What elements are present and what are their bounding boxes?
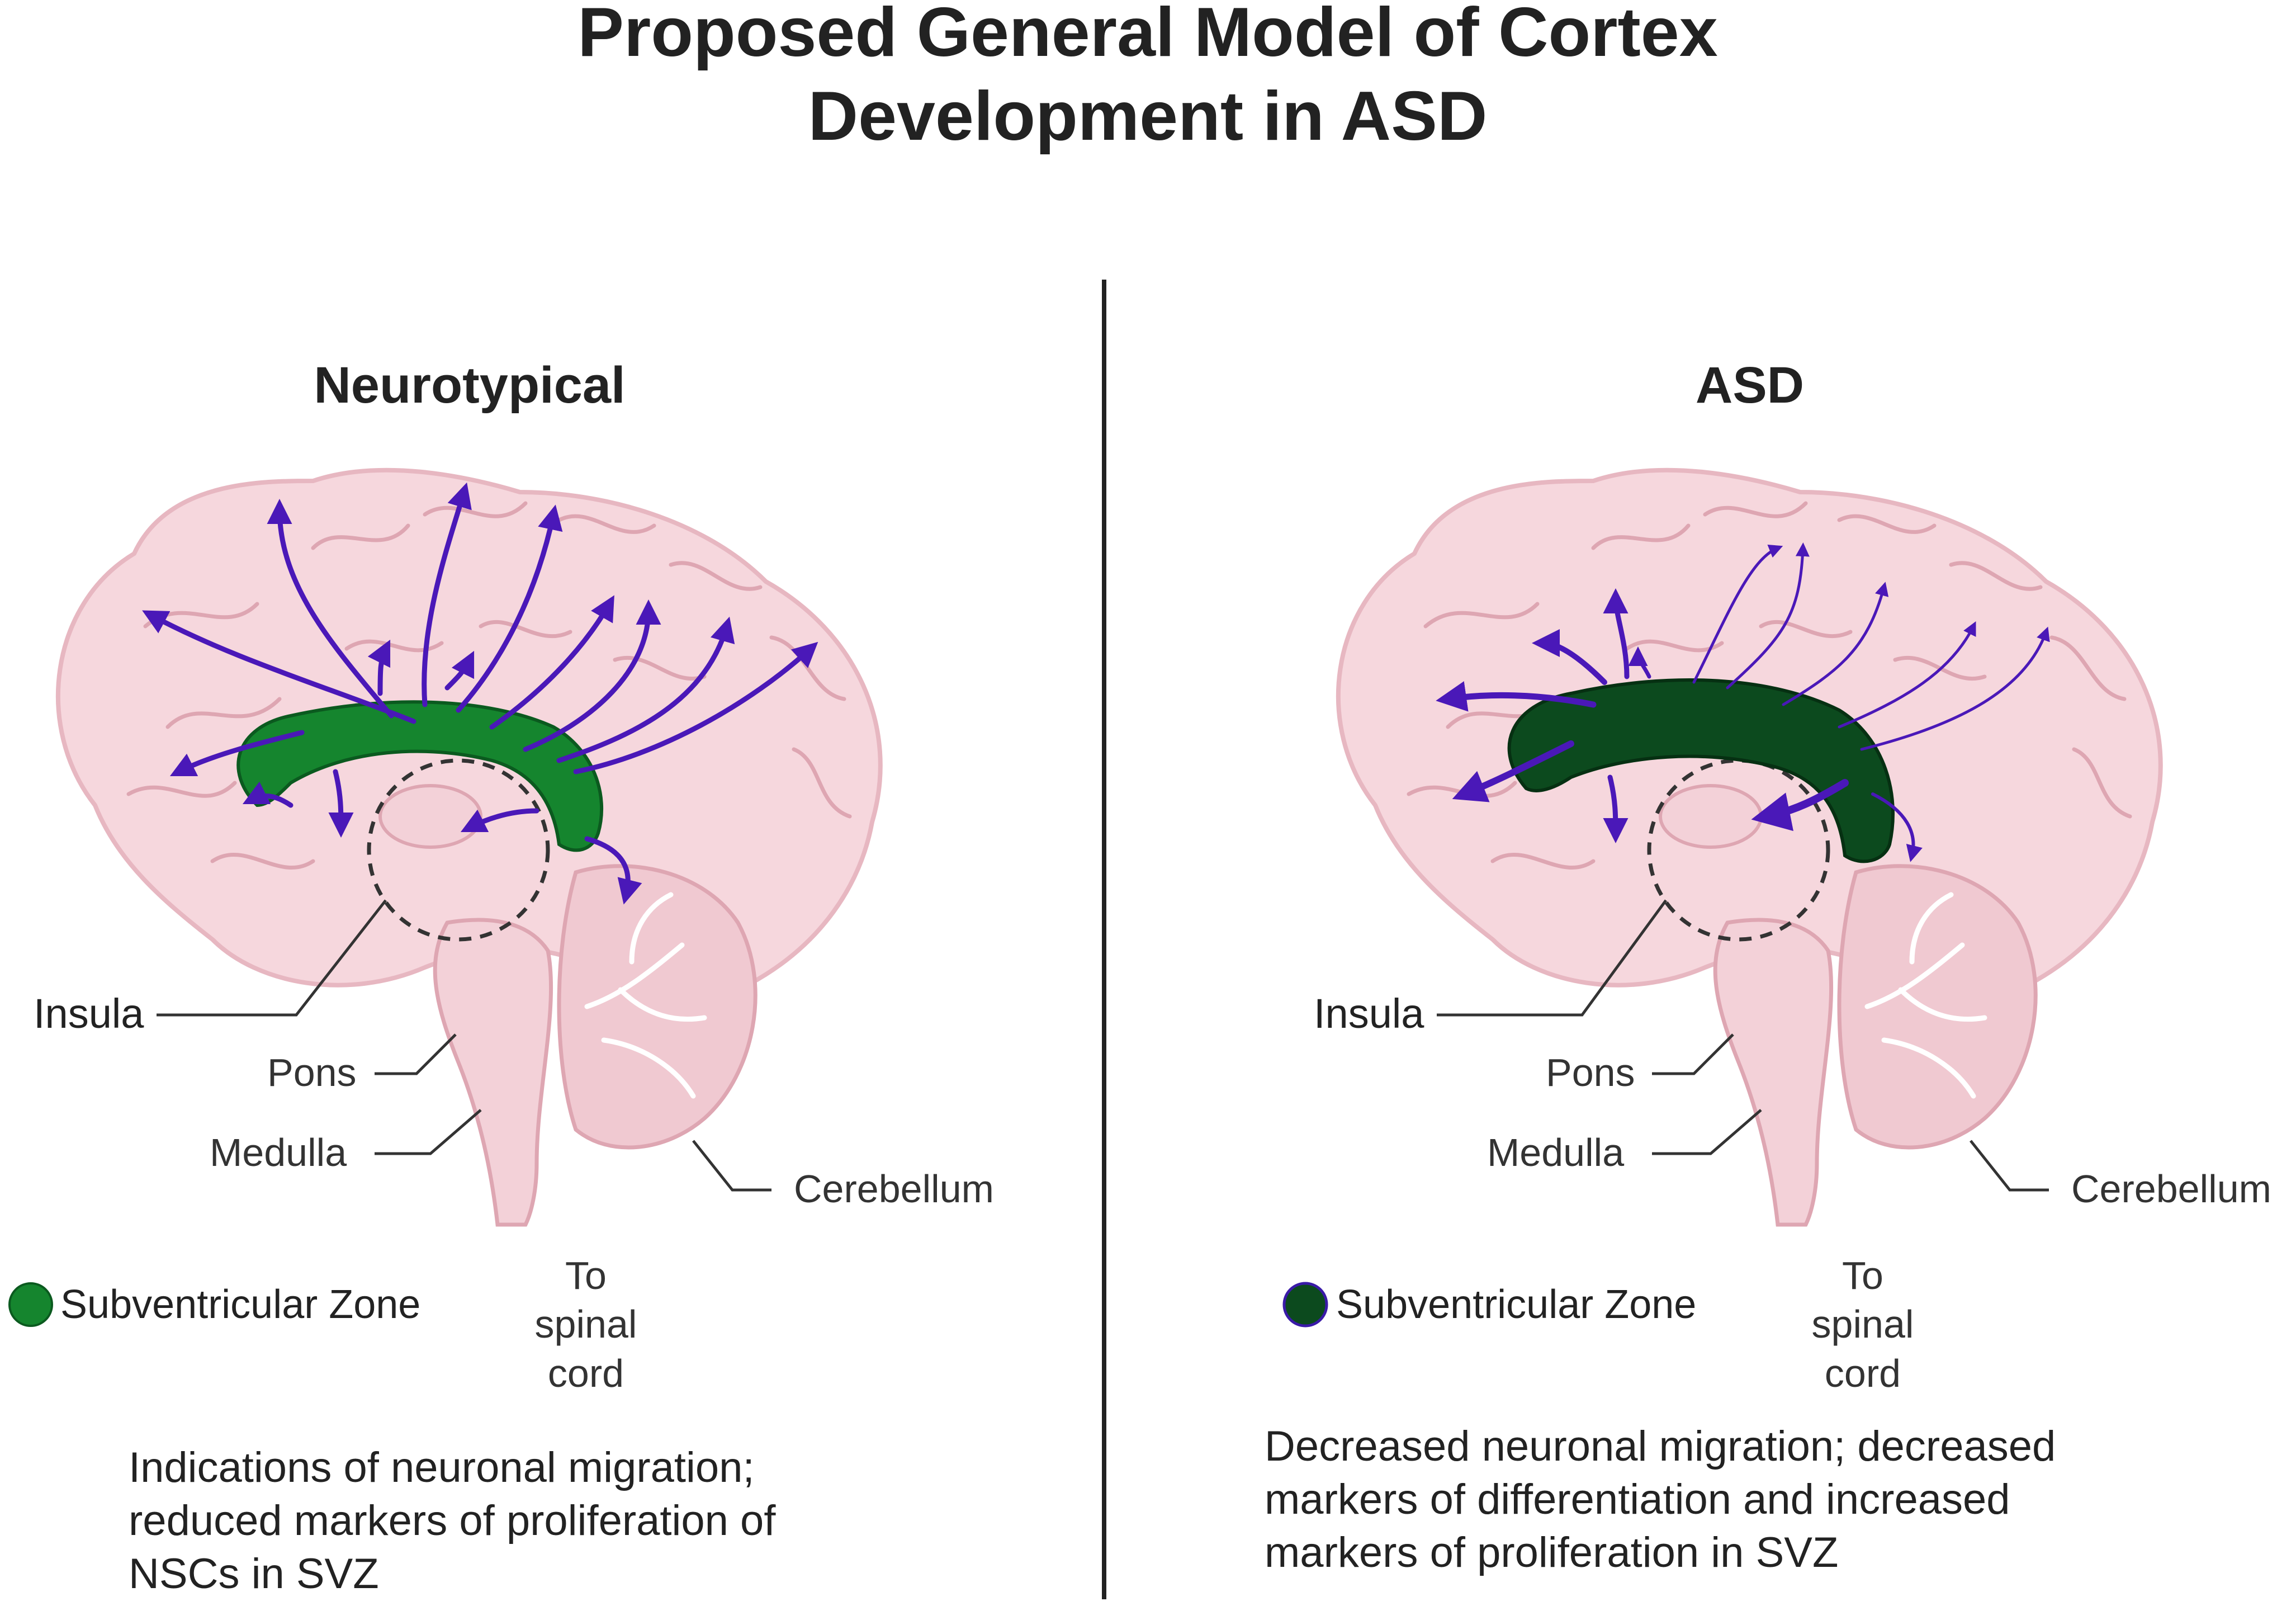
- migration-arrow: [556, 616, 735, 763]
- migration-arrow: [1452, 740, 1574, 802]
- brain-illustration: [1336, 467, 2163, 1227]
- migration-arrow: [1838, 621, 1976, 729]
- brain-illustration: [55, 467, 883, 1227]
- insula-region: [1647, 758, 1830, 942]
- caption-line-3: markers of proliferation in SVZ: [1265, 1529, 1838, 1576]
- cerebellum-leader: [692, 1140, 771, 1192]
- migration-arrow: [1436, 681, 1597, 712]
- label-leaders: [1437, 899, 2049, 1192]
- migration-arrow: [1628, 646, 1651, 679]
- label-pons: Pons: [267, 1051, 357, 1094]
- label-spinal-line-2: spinal: [535, 1302, 637, 1346]
- legend-label: Subventricular Zone: [60, 1282, 420, 1327]
- insula-leader: [157, 899, 387, 1017]
- arbor-vitae: [584, 892, 707, 1099]
- title-line-2: Development in ASD: [808, 78, 1488, 155]
- legend-swatch: [8, 1282, 53, 1327]
- label-insula: Insula: [34, 990, 144, 1037]
- cerebellum: [557, 864, 758, 1150]
- gyri-folds: [126, 501, 852, 870]
- migration-arrow: [1532, 629, 1607, 685]
- medulla-leader: [1652, 1109, 1762, 1155]
- caption-line-2: markers of differentiation and increased: [1265, 1476, 2010, 1523]
- caption-line-2: reduced markers of proliferation of: [129, 1497, 776, 1544]
- label-insula: Insula: [1314, 990, 1424, 1037]
- migration-arrow: [1603, 588, 1630, 679]
- migration-arrow: [1692, 544, 1783, 684]
- label-medulla: Medulla: [210, 1131, 347, 1174]
- subventricular-zone: [1507, 678, 1895, 863]
- label-medulla: Medulla: [1487, 1131, 1624, 1174]
- title-line-1: Proposed General Model of Cortex: [577, 0, 1717, 71]
- label-cerebellum: Cerebellum: [2071, 1167, 2271, 1211]
- panel-neurotypical: Neurotypical: [8, 357, 994, 1598]
- cerebellum: [1837, 864, 2038, 1150]
- migration-arrow: [523, 599, 661, 752]
- legend-swatch: [1282, 1282, 1328, 1328]
- migration-arrow: [444, 650, 475, 691]
- label-pons: Pons: [1546, 1051, 1635, 1094]
- caption-line-1: Indications of neuronal migration;: [129, 1444, 755, 1491]
- label-spinal-line-2: spinal: [1812, 1302, 1914, 1346]
- panel-asd: ASD: [1265, 357, 2271, 1576]
- legend-label: Subventricular Zone: [1336, 1282, 1696, 1327]
- migration-arrow: [1782, 582, 1889, 706]
- migration-arrows: [142, 482, 818, 905]
- migration-arrow: [1871, 792, 1923, 862]
- migration-arrow: [422, 482, 472, 707]
- migration-arrow: [489, 595, 614, 730]
- brainstem: [1713, 918, 1834, 1227]
- migration-arrow: [573, 641, 818, 774]
- caption-line-1: Decreased neuronal migration; decreased: [1265, 1423, 2056, 1470]
- migration-arrow: [367, 639, 391, 696]
- label-spinal-line-1: To: [565, 1254, 607, 1297]
- thalamus: [1659, 784, 1763, 849]
- migration-arrow: [460, 808, 539, 833]
- label-spinal-line-3: cord: [548, 1352, 624, 1395]
- migration-arrow: [142, 610, 416, 724]
- pons-leader: [1652, 1033, 1734, 1075]
- insula-leader: [1437, 899, 1668, 1017]
- migration-arrow: [1860, 626, 2050, 751]
- migration-arrow: [1726, 542, 1810, 689]
- label-spinal-line-1: To: [1842, 1254, 1883, 1297]
- label-spinal-line-3: cord: [1825, 1352, 1901, 1395]
- pons-leader: [375, 1033, 457, 1075]
- migration-arrow: [242, 781, 293, 808]
- caption-line-3: NSCs in SVZ: [129, 1550, 379, 1598]
- migration-arrow: [1751, 779, 1849, 832]
- insula-region: [367, 758, 550, 942]
- panel-heading: ASD: [1696, 357, 1804, 414]
- label-leaders: [157, 899, 771, 1192]
- arbor-vitae: [1864, 892, 1987, 1099]
- migration-arrow: [1603, 774, 1628, 843]
- migration-arrows: [1436, 542, 2050, 862]
- subventricular-zone: [236, 700, 604, 852]
- panel-heading: Neurotypical: [314, 357, 625, 414]
- thalamus: [378, 784, 482, 849]
- medulla-leader: [375, 1109, 482, 1155]
- brainstem: [433, 918, 553, 1227]
- migration-arrow: [328, 769, 354, 838]
- migration-arrow: [267, 499, 394, 719]
- label-cerebellum: Cerebellum: [794, 1167, 994, 1211]
- migration-arrow: [169, 730, 305, 777]
- cerebellum-leader: [1970, 1140, 2049, 1192]
- migration-arrow: [456, 504, 563, 713]
- migration-arrow: [584, 836, 642, 905]
